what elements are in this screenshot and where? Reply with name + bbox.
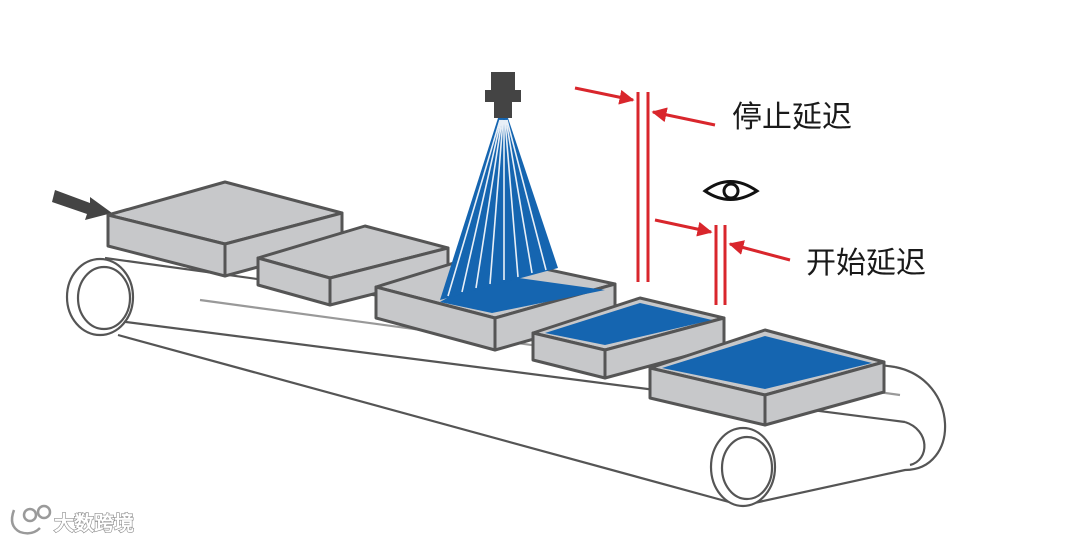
product-box-2 <box>256 224 450 307</box>
arrow-right-icon <box>52 190 112 220</box>
start-delay-label: 开始延迟 <box>806 246 926 281</box>
spray-cone <box>440 118 558 300</box>
eye-icon <box>702 180 760 201</box>
product-box-4 <box>531 296 726 380</box>
product-box-3 <box>374 253 617 352</box>
right-roller <box>709 426 777 508</box>
left-roller <box>65 257 135 337</box>
start-delay-indicator <box>654 218 791 305</box>
camera-icon <box>485 72 521 118</box>
stop-delay-label: 停止延迟 <box>732 100 852 135</box>
stop-delay-indicator <box>574 86 716 282</box>
product-box-1 <box>106 180 344 278</box>
watermark-logo: 大数跨境 <box>10 504 135 536</box>
product-box-5 <box>648 328 886 427</box>
watermark-text: 大数跨境 <box>54 511 134 535</box>
